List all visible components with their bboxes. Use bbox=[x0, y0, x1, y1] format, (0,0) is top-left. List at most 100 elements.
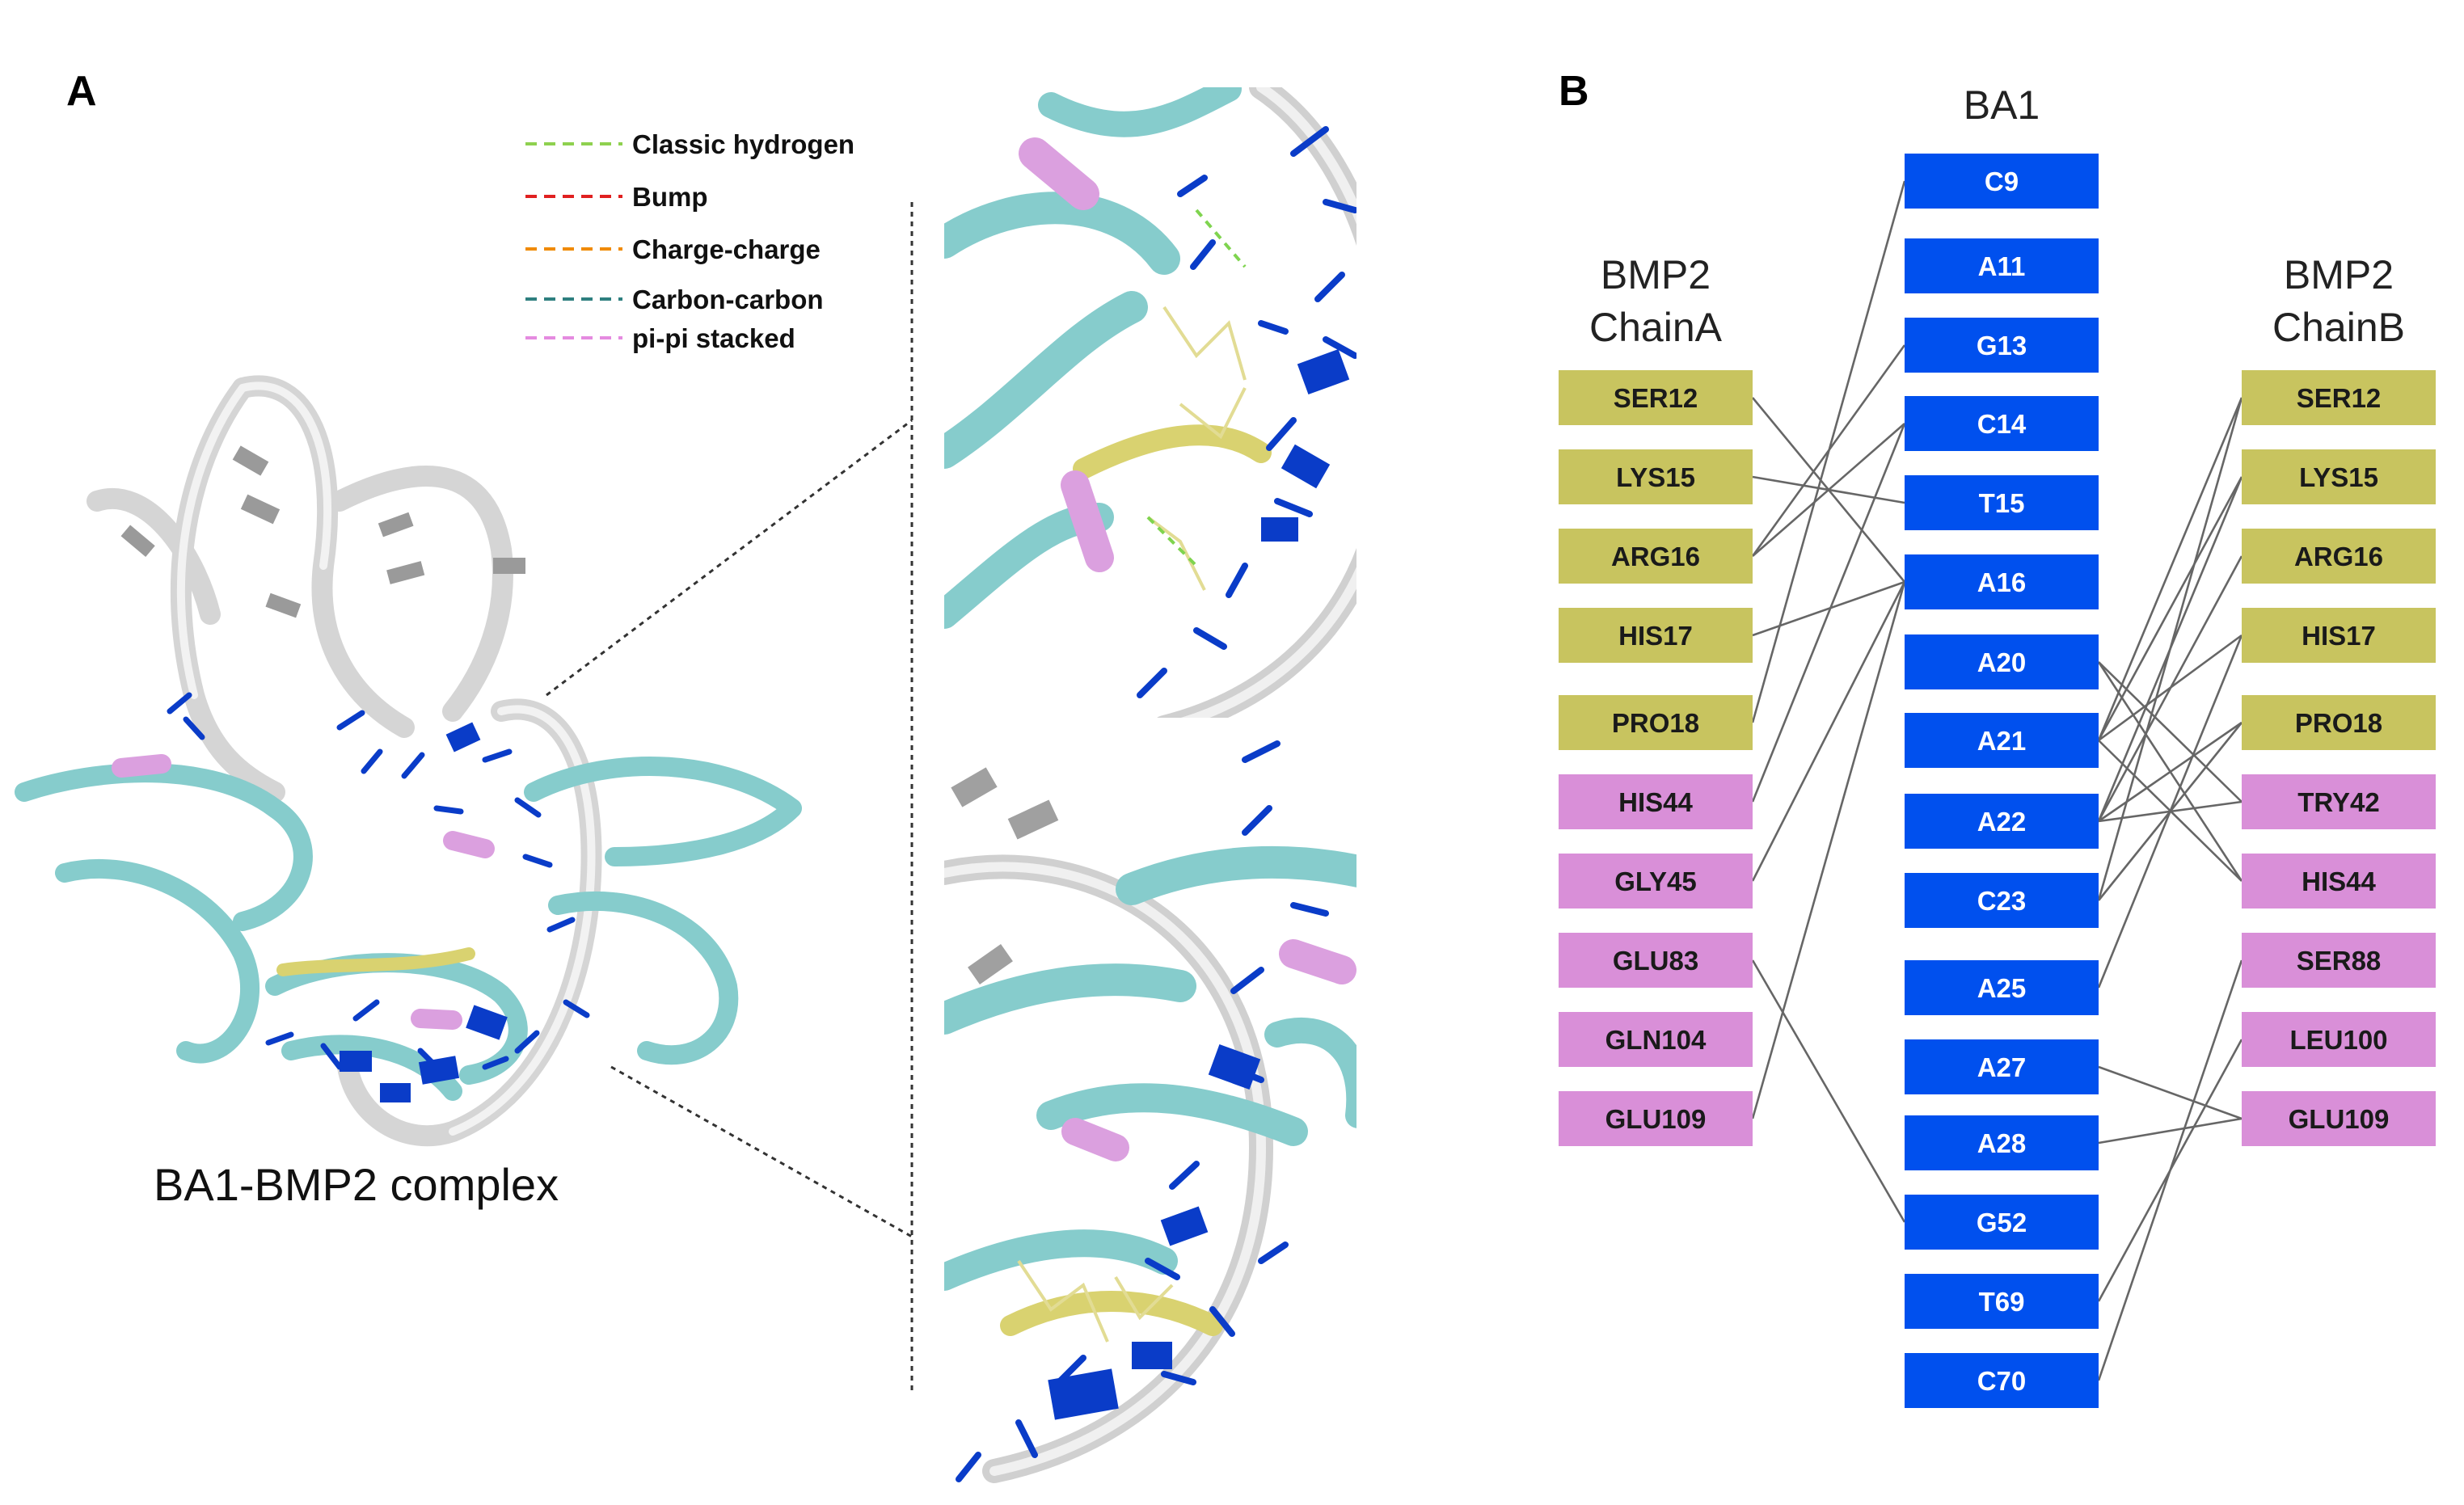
chain-b-residue-lys15: LYS15 bbox=[2242, 449, 2436, 504]
chain-a-residue-his44-rect bbox=[1559, 774, 1753, 829]
chain-a-residue-gly45: GLY45 bbox=[1559, 854, 1753, 908]
chain-a-residue-glu83-label: GLU83 bbox=[1613, 946, 1698, 976]
chain-a-residue-ser12: SER12 bbox=[1559, 370, 1753, 425]
chain-a-title-line2: ChainA bbox=[1589, 305, 1723, 350]
chain-b-residue-try42: TRY42 bbox=[2242, 774, 2436, 829]
chain-b-residue-arg16-rect bbox=[2242, 529, 2436, 584]
chain-a-residue-lys15-rect bbox=[1559, 449, 1753, 504]
ba1-column-title: BA1 bbox=[1964, 82, 2040, 128]
ba1-nucleotide-c23-label: C23 bbox=[1977, 886, 2027, 916]
ba1-nucleotide-t69: T69 bbox=[1905, 1274, 2099, 1329]
ba1-nucleotide-a20-rect bbox=[1905, 634, 2099, 689]
chain-b-residue-his44-rect bbox=[2242, 854, 2436, 908]
interaction-legend: Classic hydrogen Bump Charge-charge Carb… bbox=[525, 129, 854, 353]
ba1-nucleotide-a20-label: A20 bbox=[1977, 647, 2027, 677]
chain-b-residue-glu109-rect bbox=[2242, 1091, 2436, 1146]
chain-b-residue-leu100-rect bbox=[2242, 1012, 2436, 1067]
link-chainB-lys15-a22 bbox=[2097, 476, 2243, 822]
ba1-nucleotide-t15: T15 bbox=[1905, 475, 2099, 530]
chain-a-residue-gly45-label: GLY45 bbox=[1614, 866, 1697, 896]
ba1-nucleotide-t69-rect bbox=[1905, 1274, 2099, 1329]
ba1-nucleotide-a21-label: A21 bbox=[1977, 726, 2027, 756]
residue-boxes: C9A11G13C14T15A16A20A21A22C23A25A27A28G5… bbox=[1559, 154, 2436, 1408]
chain-a-residue-gln104-label: GLN104 bbox=[1605, 1025, 1707, 1055]
ba1-nucleotide-g52-rect bbox=[1905, 1195, 2099, 1250]
ba1-nucleotide-g52: G52 bbox=[1905, 1195, 2099, 1250]
interaction-links bbox=[1751, 180, 2243, 1381]
panel-b-letter: B bbox=[1559, 68, 1589, 115]
ba1-nucleotide-c14: C14 bbox=[1905, 396, 2099, 451]
link-chainB-try42-a20 bbox=[2098, 661, 2242, 803]
ba1-nucleotide-a22-label: A22 bbox=[1977, 807, 2027, 837]
chain-b-residue-arg16-label: ARG16 bbox=[2294, 542, 2383, 571]
link-chainA-gly45-a16 bbox=[1751, 581, 1906, 882]
chain-a-residue-glu109: GLU109 bbox=[1559, 1091, 1753, 1146]
link-chainA-pro18-c9 bbox=[1751, 180, 1906, 723]
chain-a-residue-lys15: LYS15 bbox=[1559, 449, 1753, 504]
chain-b-residue-his44-label: HIS44 bbox=[2302, 866, 2376, 896]
ba1-nucleotide-a22-rect bbox=[1905, 794, 2099, 849]
chain-a-residue-arg16: ARG16 bbox=[1559, 529, 1753, 584]
chain-b-residue-lys15-label: LYS15 bbox=[2299, 462, 2378, 492]
chain-a-residue-his17-rect bbox=[1559, 608, 1753, 663]
link-chainA-glu109-a16 bbox=[1751, 581, 1906, 1119]
chain-a-residue-his17: HIS17 bbox=[1559, 608, 1753, 663]
link-chainB-his44-a20 bbox=[2097, 661, 2243, 882]
chain-b-residue-leu100-label: LEU100 bbox=[2289, 1025, 2387, 1055]
chain-a-residue-glu109-label: GLU109 bbox=[1605, 1104, 1707, 1134]
ba1-nucleotide-t15-rect bbox=[1905, 475, 2099, 530]
chain-b-residue-leu100: LEU100 bbox=[2242, 1012, 2436, 1067]
ba1-nucleotide-a27-rect bbox=[1905, 1039, 2099, 1094]
ba1-nucleotide-a11: A11 bbox=[1905, 238, 2099, 293]
chain-b-residue-pro18-rect bbox=[2242, 695, 2436, 750]
chain-b-residue-his17-label: HIS17 bbox=[2302, 621, 2376, 651]
ba1-nucleotide-a28-rect bbox=[1905, 1115, 2099, 1170]
chain-a-residue-pro18-label: PRO18 bbox=[1612, 708, 1699, 738]
chain-b-residue-his17-rect bbox=[2242, 608, 2436, 663]
zoom-connector-lines bbox=[546, 202, 913, 1390]
ba1-nucleotide-a27-label: A27 bbox=[1977, 1052, 2027, 1082]
ba1-nucleotide-a21-rect bbox=[1905, 713, 2099, 768]
ba1-nucleotide-c14-rect bbox=[1905, 396, 2099, 451]
chain-a-residue-gln104: GLN104 bbox=[1559, 1012, 1753, 1067]
legend-label-charge: Charge-charge bbox=[632, 234, 821, 264]
ba1-nucleotide-c9-label: C9 bbox=[1985, 167, 2019, 196]
link-chainA-glu83-g52 bbox=[1751, 959, 1906, 1223]
chain-b-residue-arg16: ARG16 bbox=[2242, 529, 2436, 584]
complex-caption: BA1-BMP2 complex bbox=[154, 1159, 559, 1210]
chain-b-residue-ser88-rect bbox=[2242, 933, 2436, 988]
ba1-nucleotide-c9: C9 bbox=[1905, 154, 2099, 209]
chain-a-residue-ser12-label: SER12 bbox=[1614, 383, 1698, 413]
chain-b-residue-ser88-label: SER88 bbox=[2297, 946, 2382, 976]
chain-b-residue-lys15-rect bbox=[2242, 449, 2436, 504]
link-chainB-ser12-a21 bbox=[2097, 397, 2243, 741]
ba1-nucleotide-a21: A21 bbox=[1905, 713, 2099, 768]
ba1-nucleotide-g13-rect bbox=[1905, 318, 2099, 373]
chain-a-residue-his44-label: HIS44 bbox=[1618, 787, 1693, 817]
ba1-nucleotide-c23-rect bbox=[1905, 873, 2099, 928]
chain-b-residue-ser12: SER12 bbox=[2242, 370, 2436, 425]
chain-a-residue-ser12-rect bbox=[1559, 370, 1753, 425]
ba1-nucleotide-c70-label: C70 bbox=[1977, 1366, 2027, 1396]
legend-label-pipi: pi-pi stacked bbox=[632, 323, 795, 353]
chain-b-residue-try42-label: TRY42 bbox=[2297, 787, 2379, 817]
legend-label-hydrogen: Classic hydrogen bbox=[632, 129, 854, 159]
ba1-nucleotide-a11-label: A11 bbox=[1978, 251, 2026, 281]
ba1-nucleotide-a28: A28 bbox=[1905, 1115, 2099, 1170]
ba1-nucleotide-t69-label: T69 bbox=[1979, 1287, 2025, 1317]
legend-label-carbon: Carbon-carbon bbox=[632, 285, 824, 314]
ba1-nucleotide-c23: C23 bbox=[1905, 873, 2099, 928]
ba1-nucleotide-c70-rect bbox=[1905, 1353, 2099, 1408]
chain-b-residue-glu109-label: GLU109 bbox=[2289, 1104, 2390, 1134]
chain-a-residue-pro18-rect bbox=[1559, 695, 1753, 750]
chain-a-residue-glu109-rect bbox=[1559, 1091, 1753, 1146]
chain-a-residue-arg16-label: ARG16 bbox=[1611, 542, 1700, 571]
ba1-nucleotide-a25-label: A25 bbox=[1977, 973, 2027, 1003]
link-chainB-his44-a21 bbox=[2098, 740, 2242, 882]
link-chainB-leu100-t69 bbox=[2097, 1039, 2243, 1302]
complex-structure-illustration bbox=[15, 375, 802, 1147]
chain-a-residue-gly45-rect bbox=[1559, 854, 1753, 908]
chain-a-residue-glu83-rect bbox=[1559, 933, 1753, 988]
ba1-nucleotide-a22: A22 bbox=[1905, 794, 2099, 849]
chain-b-residue-glu109: GLU109 bbox=[2242, 1091, 2436, 1146]
